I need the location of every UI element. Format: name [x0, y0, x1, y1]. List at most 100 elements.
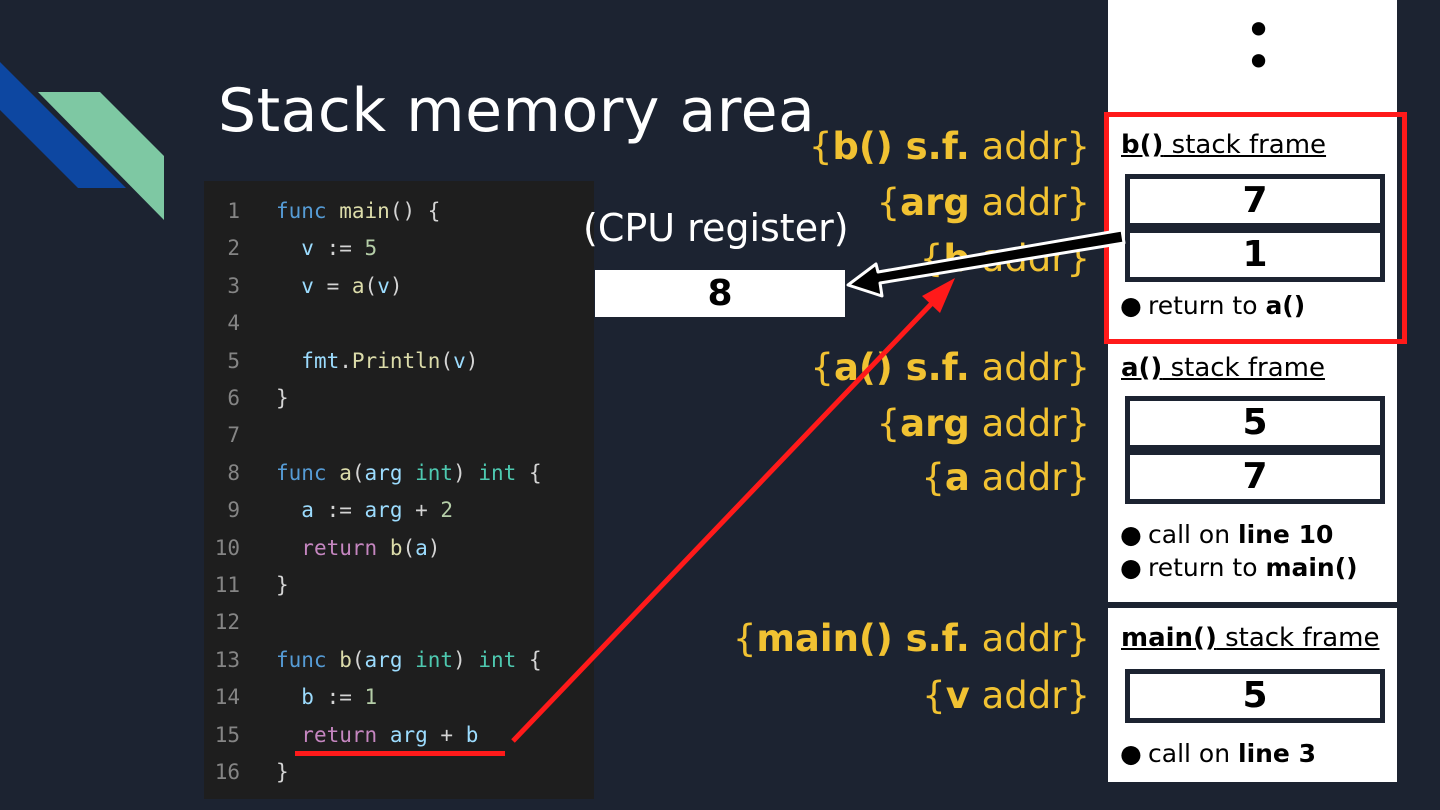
code-text: func b(arg int) int { [276, 642, 542, 679]
addr-b-arg: {arg addr} [876, 181, 1090, 224]
return-value-arrow [511, 298, 937, 743]
addr-main-frame: {main() s.f. addr} [732, 617, 1090, 660]
code-token: Println [351, 348, 441, 373]
code-token: ( [440, 348, 454, 373]
line-number: 1 [227, 199, 240, 223]
code-text: func a(arg int) int { [276, 455, 542, 492]
stack-cell-b-arg: 7 [1125, 174, 1385, 228]
code-token: ( [364, 273, 378, 298]
addr-b-frame: {b() s.f. addr} [808, 125, 1090, 168]
stack-continuation-dots: •• [1245, 3, 1273, 89]
stack-note-a-return: ●return to main() [1120, 553, 1358, 582]
code-token: } [276, 386, 289, 410]
code-token: ( [351, 647, 365, 672]
code-text: v = a(v) [276, 268, 403, 305]
code-line: 14 b := 1 [204, 679, 594, 716]
code-token: v [301, 236, 314, 261]
code-token: := [313, 498, 365, 523]
code-token: } [276, 760, 289, 784]
code-token: main [339, 199, 390, 223]
code-line: 6} [204, 380, 594, 417]
stack-frame-separator [1108, 602, 1397, 608]
code-line: 3 v = a(v) [204, 268, 594, 305]
addr-a-arg: {arg addr} [876, 402, 1090, 445]
code-token: := [313, 236, 365, 261]
return-value-arrowhead [922, 278, 955, 313]
line-number: 15 [214, 722, 240, 747]
code-token: b [301, 685, 314, 710]
code-line: 4 [204, 305, 594, 342]
code-line: 5 fmt.Println(v) [204, 343, 594, 380]
code-token: { [516, 460, 542, 485]
deco-stripe-blue [0, 62, 126, 188]
code-token: } [276, 573, 289, 597]
code-line: 10 return b(a) [204, 530, 594, 567]
code-line: 2 v := 5 [204, 230, 594, 267]
code-token: func [276, 199, 327, 223]
code-token: b [389, 535, 403, 560]
code-token: a [339, 460, 352, 485]
line-number: 14 [214, 685, 240, 710]
cpu-register-value: 8 [595, 270, 845, 317]
slide-title: Stack memory area [218, 76, 816, 146]
code-text: b := 1 [276, 679, 377, 716]
code-token: a [415, 535, 428, 560]
line-number: 3 [227, 273, 240, 298]
code-token: func [276, 460, 327, 485]
code-text: func main() { [276, 193, 440, 230]
line-number: 4 [227, 311, 240, 336]
code-token: ( [351, 460, 365, 485]
line-number: 7 [227, 423, 240, 448]
code-token: ) [465, 348, 479, 373]
code-token: a [301, 498, 314, 523]
code-token: . [339, 348, 352, 373]
code-text: return arg + b [276, 717, 478, 754]
code-token: func [276, 647, 327, 672]
line-number: 6 [227, 386, 240, 410]
addr-a-local: {a addr} [921, 456, 1090, 499]
code-line: 11} [204, 567, 594, 604]
stack-frame-a: a() stack frame 5 7 ●call on line 10 ●re… [1108, 340, 1397, 602]
code-text: return b(a) [276, 530, 440, 567]
code-text: v := 5 [276, 230, 377, 267]
code-token: + [427, 722, 466, 747]
stack-cell-a-arg: 5 [1125, 396, 1385, 450]
stack-note-b-return: ●return to a() [1120, 291, 1306, 320]
code-text: a := arg + 2 [276, 492, 453, 529]
code-token: = [313, 273, 352, 298]
code-line: 1 func main() { [204, 193, 594, 230]
code-token: fmt [301, 348, 340, 373]
stack-frame-b: b() stack frame 7 1 ●return to a() [1108, 117, 1397, 334]
code-token: int [415, 460, 454, 485]
decorative-stripes [0, 62, 164, 220]
code-token: ) [453, 647, 479, 672]
code-line: 7 [204, 417, 594, 454]
stack-cell-b-local: 1 [1125, 228, 1385, 282]
code-token: arg [364, 498, 403, 523]
stack-frame-main: main() stack frame 5 ●call on line 3 [1108, 608, 1397, 782]
code-token: v [453, 348, 466, 373]
line-number: 11 [214, 573, 240, 597]
code-token: arg [364, 460, 403, 485]
code-token: := [313, 685, 365, 710]
line-number: 5 [227, 348, 240, 373]
code-line: 16} [204, 754, 594, 791]
line-number: 16 [214, 760, 240, 784]
code-token: 1 [364, 685, 378, 710]
code-text: } [276, 567, 289, 604]
code-token: a [351, 273, 365, 298]
line-number: 13 [214, 647, 240, 672]
code-token: ) [389, 273, 403, 298]
stack-frame-main-title: main() stack frame [1121, 623, 1380, 653]
code-token: { [516, 647, 542, 672]
code-token: v [377, 273, 390, 298]
code-token: v [301, 273, 314, 298]
line-number: 10 [214, 535, 240, 560]
code-token: int [415, 647, 454, 672]
deco-stripe-green [38, 92, 164, 220]
line-number: 9 [227, 498, 240, 523]
stack-frame-b-title: b() stack frame [1121, 130, 1327, 160]
code-text: } [276, 754, 289, 791]
